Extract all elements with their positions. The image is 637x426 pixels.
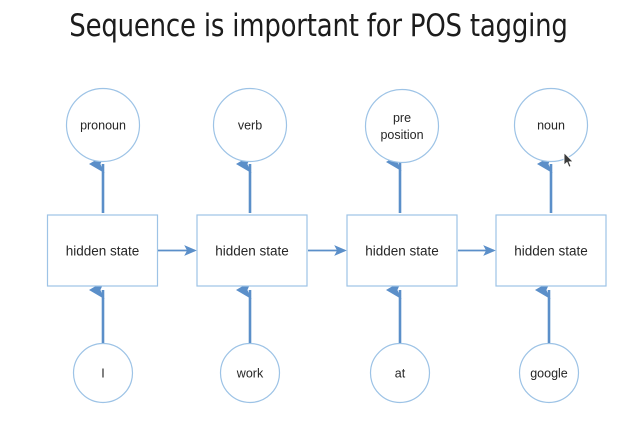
input-node-4[interactable]: google [518,342,580,404]
output-circle-3[interactable] [364,88,440,164]
input-circle-4[interactable] [518,342,580,404]
output-circle-1[interactable] [65,87,141,163]
hidden-state-box-2[interactable] [196,214,308,287]
input-label-2: work [236,367,264,381]
output-circle-4[interactable] [513,87,589,163]
input-label-1: I [101,367,104,381]
output-node-3[interactable]: pre position [364,88,440,164]
hidden-state-label-1: hidden state [66,244,140,259]
hidden-state-label-3: hidden state [365,244,439,259]
input-circle-3[interactable] [369,342,431,404]
output-circle-2[interactable] [212,87,288,163]
column-1: I hidden state pronoun [46,87,159,404]
output-label-3-line2: position [380,128,423,142]
output-label-4: noun [537,119,565,133]
output-label-3-line1: pre [393,111,411,125]
hidden-state-node-4[interactable]: hidden state [495,214,607,287]
column-2: work hidden state verb [196,87,308,404]
output-node-4[interactable]: noun [513,87,589,163]
output-label-2: verb [238,119,262,133]
input-node-2[interactable]: work [219,342,281,404]
output-node-2[interactable]: verb [212,87,288,163]
hidden-state-label-2: hidden state [215,244,289,259]
input-label-4: google [530,367,568,381]
input-circle-1[interactable] [72,342,134,404]
page-title: Sequence is important for POS tagging [69,8,568,44]
hidden-state-node-3[interactable]: hidden state [346,214,458,287]
hidden-state-node-2[interactable]: hidden state [196,214,308,287]
output-node-1[interactable]: pronoun [65,87,141,163]
hidden-state-node-1[interactable]: hidden state [46,214,159,287]
hidden-state-box-4[interactable] [495,214,607,287]
output-label-1: pronoun [80,119,126,133]
hidden-state-label-4: hidden state [514,244,588,259]
input-label-3: at [395,367,406,381]
column-4: google hidden state noun [495,87,607,404]
input-node-3[interactable]: at [369,342,431,404]
input-node-1[interactable]: I [72,342,134,404]
column-3: at hidden state pre position [346,88,458,404]
hidden-state-box-1[interactable] [46,214,159,287]
hidden-state-box-3[interactable] [346,214,458,287]
input-circle-2[interactable] [219,342,281,404]
